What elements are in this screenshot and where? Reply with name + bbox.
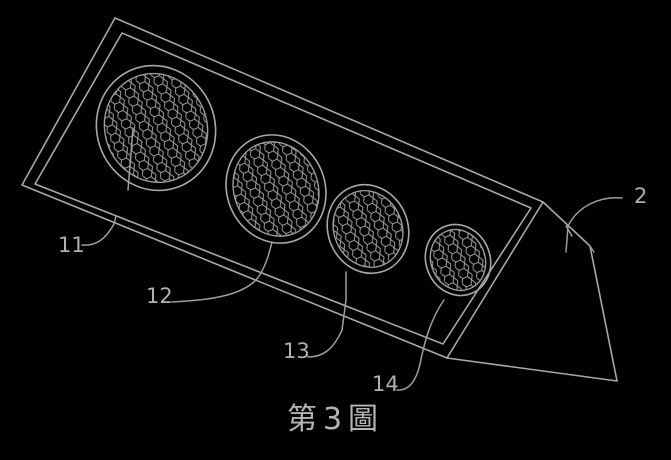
- reference-label-13: 13: [283, 339, 310, 363]
- wedge-body: [446, 201, 618, 382]
- circle-1-opening: [87, 57, 225, 199]
- circle-3-opening: [321, 179, 415, 279]
- figure-caption: 第3圖: [286, 402, 385, 437]
- reference-label-14: 14: [372, 372, 399, 396]
- circle-3-mesh: [321, 179, 415, 279]
- perforated-plate: [21, 17, 544, 359]
- circle-2-opening: [218, 128, 334, 250]
- leader-lines: [81, 127, 623, 391]
- reference-label-2: 2: [634, 184, 647, 208]
- reference-label-12: 12: [146, 284, 173, 308]
- reference-label-11: 11: [58, 233, 85, 257]
